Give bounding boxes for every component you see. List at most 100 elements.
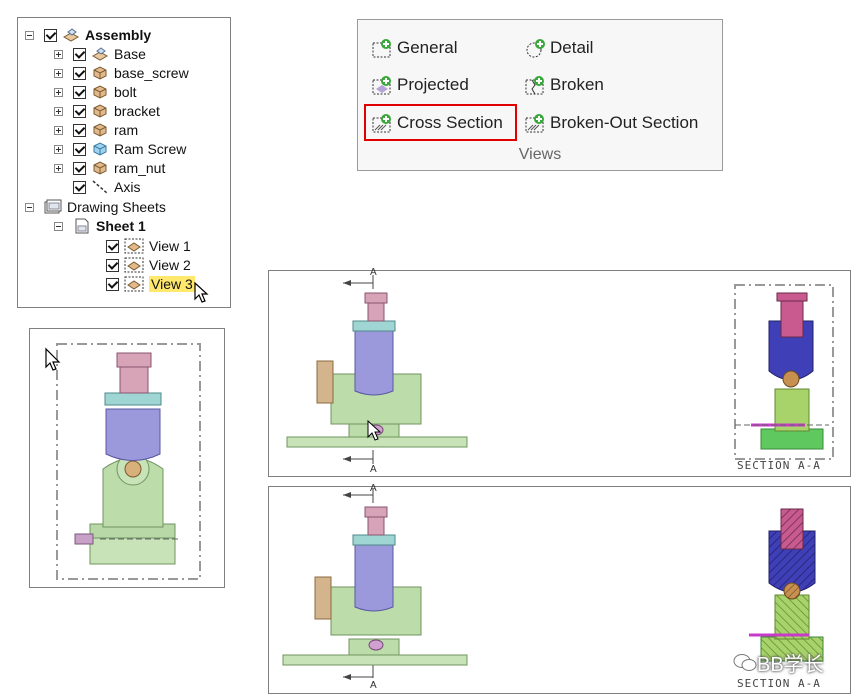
base-screw-part	[74, 533, 94, 545]
tree-node-part[interactable]: ram	[54, 121, 138, 139]
expand-icon[interactable]	[54, 87, 63, 97]
tree-node-part[interactable]: base_screw	[54, 64, 189, 82]
cut-arrow-icon	[343, 456, 351, 462]
part-icon	[93, 66, 107, 80]
view-icon	[124, 257, 144, 273]
part-icon	[91, 47, 109, 61]
broken-view-button[interactable]: Broken	[524, 73, 604, 97]
visibility-checkbox[interactable]	[73, 104, 86, 118]
section-label: SECTION A-A	[737, 459, 821, 472]
expand-icon[interactable]	[54, 163, 63, 173]
mouse-cursor-icon	[45, 347, 61, 371]
tree-node-drawing-sheets[interactable]: Drawing Sheets	[25, 198, 166, 216]
tree-node-axis[interactable]: Axis	[54, 178, 140, 196]
tree-label: View 2	[149, 257, 191, 273]
tree-label: View 1	[149, 238, 191, 254]
tree-node-view-selected[interactable]: View 3	[106, 275, 195, 293]
tree-node-part[interactable]: Ram Screw	[54, 140, 186, 158]
watermark-text: BB学长	[757, 654, 824, 676]
tree-node-sheet[interactable]: Sheet 1	[54, 217, 146, 235]
axis-icon	[92, 180, 108, 194]
part-icon	[93, 104, 107, 118]
part-icon	[93, 85, 107, 99]
tree-node-part[interactable]: ram_nut	[54, 159, 165, 177]
visibility-checkbox[interactable]	[73, 85, 86, 99]
visibility-checkbox[interactable]	[73, 66, 86, 80]
ram-nut-part	[352, 320, 396, 332]
hatched-section-view-drawing	[282, 489, 824, 683]
tree-label: base_screw	[114, 65, 189, 81]
projected-view-button[interactable]: Projected	[371, 73, 469, 97]
visibility-checkbox[interactable]	[106, 258, 119, 272]
visibility-checkbox[interactable]	[44, 28, 57, 42]
projected-view-icon	[372, 76, 391, 95]
button-label: Cross Section	[397, 113, 503, 132]
visibility-checkbox[interactable]	[73, 161, 86, 175]
tree-label: Sheet 1	[96, 218, 146, 234]
part-icon	[93, 161, 107, 175]
tree-label: View 3	[149, 276, 195, 292]
visibility-checkbox[interactable]	[73, 142, 86, 156]
tree-node-view[interactable]: View 2	[106, 256, 191, 274]
ram-part	[354, 544, 394, 612]
expand-icon[interactable]	[54, 49, 63, 59]
button-label: Broken-Out Section	[550, 113, 699, 132]
cross-section-view-button[interactable]: Cross Section	[371, 111, 503, 135]
view-boundary	[56, 343, 201, 580]
button-label: Projected	[397, 75, 469, 94]
view-icon	[124, 238, 144, 254]
tree-node-part[interactable]: bracket	[54, 102, 160, 120]
button-label: General	[397, 38, 458, 57]
cut-label-bottom: A	[370, 680, 377, 691]
expand-icon[interactable]	[54, 68, 63, 78]
handle-part	[316, 360, 334, 404]
tree-node-part[interactable]: Base	[54, 45, 146, 63]
collapse-icon[interactable]	[25, 202, 34, 212]
visibility-checkbox[interactable]	[73, 47, 86, 61]
visibility-checkbox[interactable]	[106, 239, 119, 253]
section-screw	[780, 296, 804, 338]
expand-icon[interactable]	[54, 125, 63, 135]
tree-label: bracket	[114, 103, 160, 119]
cut-label-top: A	[370, 483, 377, 494]
assembly-view-drawing	[45, 343, 201, 580]
collapse-icon[interactable]	[54, 221, 63, 231]
broken-view-icon	[525, 76, 544, 95]
cross-section-icon	[372, 114, 391, 133]
visibility-checkbox[interactable]	[73, 180, 86, 194]
views-ribbon-group: General Detail Projected Broken Cross Se…	[357, 19, 723, 171]
broken-out-section-button[interactable]: Broken-Out Section	[524, 111, 698, 135]
base-part	[282, 654, 468, 666]
section-base	[760, 636, 824, 662]
detail-view-icon	[526, 39, 545, 58]
detail-view-button[interactable]: Detail	[524, 36, 593, 60]
section-screw	[780, 508, 804, 550]
expand-icon[interactable]	[54, 144, 63, 154]
visibility-checkbox[interactable]	[73, 123, 86, 137]
ram-part	[354, 330, 394, 396]
section-view-boundary	[734, 284, 834, 460]
ram-nut-part	[104, 392, 162, 406]
selection-highlight-box	[364, 104, 517, 141]
visibility-checkbox[interactable]	[106, 277, 119, 291]
broken-out-section-icon	[525, 114, 544, 133]
ram-screw-part	[367, 300, 385, 322]
section-base	[760, 428, 824, 450]
tree-node-assembly[interactable]: Assembly	[25, 26, 151, 44]
cut-arrow-icon	[343, 280, 351, 286]
cut-arrow-icon	[343, 492, 351, 498]
drawing-view-3-panel[interactable]: A A SECTION A-A	[268, 483, 851, 694]
tree-node-view[interactable]: View 1	[106, 237, 191, 255]
tree-label: Axis	[114, 179, 141, 195]
collapse-icon[interactable]	[25, 30, 34, 40]
drawing-view-2-panel[interactable]: A A SECTION A-A	[268, 267, 851, 477]
ram-screw-part	[367, 514, 385, 536]
tree-label: Drawing Sheets	[67, 199, 166, 215]
general-view-button[interactable]: General	[371, 36, 457, 60]
tree-node-part[interactable]: bolt	[54, 83, 137, 101]
tree-label: Ram Screw	[114, 141, 187, 157]
mouse-cursor-icon	[194, 282, 209, 303]
mouse-cursor-icon	[367, 419, 382, 441]
part-icon	[93, 142, 107, 156]
expand-icon[interactable]	[54, 106, 63, 116]
